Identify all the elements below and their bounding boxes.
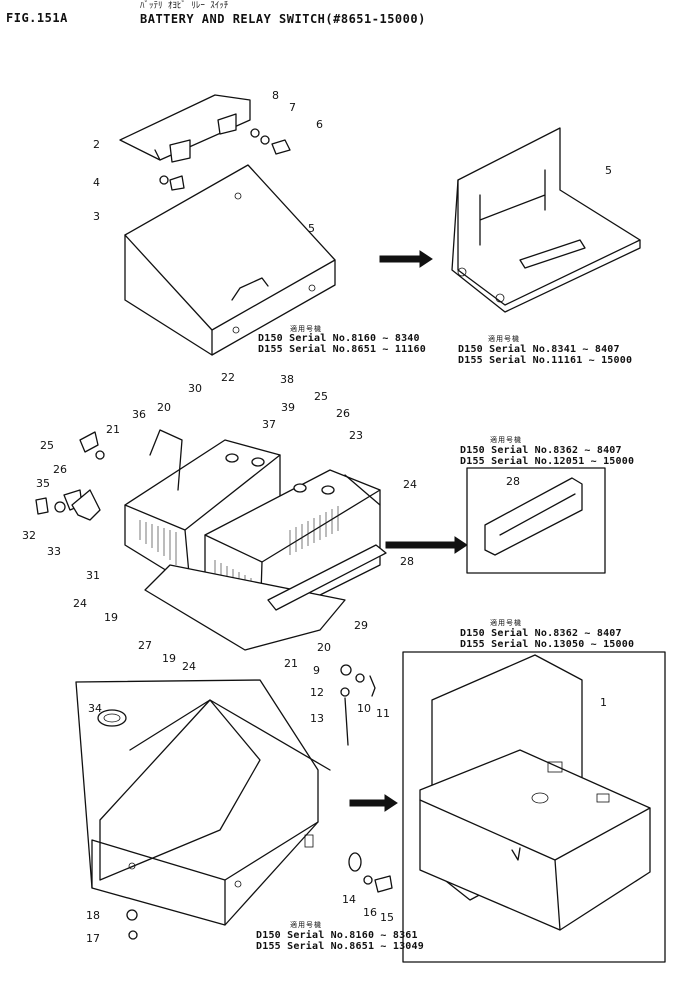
callout-number: 7: [289, 101, 296, 114]
callout-number: 34: [88, 702, 102, 715]
figure-label: FIG.151A: [6, 11, 68, 25]
callout-number: 26: [336, 407, 350, 420]
callout-number: 26: [53, 463, 67, 476]
callout-number: 24: [403, 478, 417, 491]
left-bracket-parts: [35, 431, 105, 521]
callout-number: 28: [506, 475, 520, 488]
callout-number: 12: [310, 686, 324, 699]
detail-box-28: [466, 467, 606, 574]
callout-number: 15: [380, 911, 394, 924]
callout-number: 24: [182, 660, 196, 673]
callout-number: 33: [47, 545, 61, 558]
callout-number: 25: [314, 390, 328, 403]
callout-number: 14: [342, 893, 356, 906]
callout-number: 6: [316, 118, 323, 131]
serial-line: D150 Serial No.8362 ~ 8407: [460, 628, 622, 639]
callout-number: 21: [284, 657, 298, 670]
diagram-title: BATTERY AND RELAY SWITCH(#8651-15000): [140, 12, 426, 26]
japanese-title: ﾊﾞｯﾃﾘ ｵﾖﾋﾞ ﾘﾚｰ ｽｲｯﾁ: [140, 1, 229, 11]
callout-number: 19: [162, 652, 176, 665]
callout-number: 35: [36, 477, 50, 490]
battery-lid-top: [119, 94, 336, 356]
callout-number: 13: [310, 712, 324, 725]
callout-number: 23: [349, 429, 363, 442]
serial-line: D150 Serial No.8160 ~ 8361: [256, 930, 418, 941]
callout-number: 38: [280, 373, 294, 386]
callout-number: 36: [132, 408, 146, 421]
arrow-right-1: [379, 250, 433, 268]
callout-number: 5: [605, 164, 612, 177]
serial-line: D155 Serial No.8651 ~ 11160: [258, 344, 426, 355]
callout-number: 24: [73, 597, 87, 610]
callout-number: 8: [272, 89, 279, 102]
callout-number: 1: [600, 696, 607, 709]
callout-number: 32: [22, 529, 36, 542]
callout-number: 21: [106, 423, 120, 436]
arrow-right-2: [385, 536, 468, 554]
callout-number: 2: [93, 138, 100, 151]
serial-line: D155 Serial No.8651 ~ 13049: [256, 941, 424, 952]
callout-number: 11: [376, 707, 390, 720]
applicable-models-heading: 適用号機: [490, 436, 522, 444]
applicable-models-heading: 適用号機: [488, 335, 520, 343]
arrow-right-3: [349, 794, 398, 812]
callout-number: 29: [354, 619, 368, 632]
applicable-models-heading: 適用号機: [290, 921, 322, 929]
callout-number: 18: [86, 909, 100, 922]
callout-number: 27: [138, 639, 152, 652]
callout-number: 31: [86, 569, 100, 582]
callout-number: 16: [363, 906, 377, 919]
serial-line: D150 Serial No.8160 ~ 8340: [258, 333, 420, 344]
serial-line: D155 Serial No.13050 ~ 15000: [460, 639, 635, 650]
battery-box-open: [75, 679, 393, 940]
battery-cover-alt: [451, 127, 641, 313]
serial-line: D155 Serial No.11161 ~ 15000: [458, 355, 633, 366]
callout-number: 4: [93, 176, 100, 189]
callout-number: 30: [188, 382, 202, 395]
callout-number: 3: [93, 210, 100, 223]
callout-number: 37: [262, 418, 276, 431]
callout-number: 5: [308, 222, 315, 235]
applicable-models-heading: 適用号機: [290, 325, 322, 333]
serial-line: D150 Serial No.8362 ~ 8407: [460, 445, 622, 456]
callout-number: 20: [157, 401, 171, 414]
callout-number: 9: [313, 664, 320, 677]
callout-number: 20: [317, 641, 331, 654]
callout-number: 25: [40, 439, 54, 452]
battery-pack: [124, 429, 387, 651]
callout-number: 22: [221, 371, 235, 384]
detail-box-1: [402, 651, 666, 963]
callout-number: 28: [400, 555, 414, 568]
callout-number: 39: [281, 401, 295, 414]
callout-number: 10: [357, 702, 371, 715]
callout-number: 19: [104, 611, 118, 624]
applicable-models-heading: 適用号機: [490, 619, 522, 627]
callout-number: 17: [86, 932, 100, 945]
relay-switch-parts: [340, 664, 376, 746]
serial-line: D155 Serial No.12051 ~ 15000: [460, 456, 635, 467]
serial-line: D150 Serial No.8341 ~ 8407: [458, 344, 620, 355]
